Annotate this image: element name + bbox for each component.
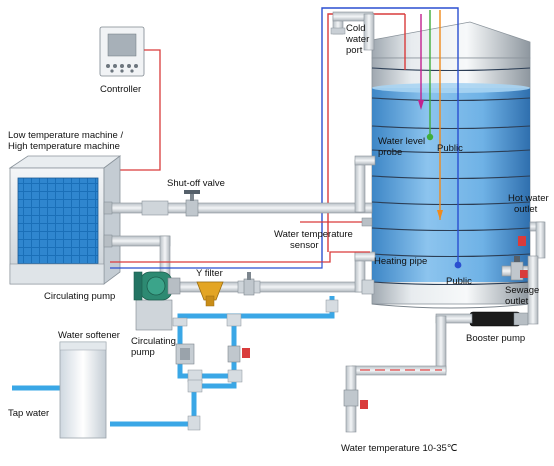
water-temp-sensor-label-l2: sensor [290, 240, 319, 251]
y-filter-label: Y filter [196, 268, 223, 279]
middle-valve [227, 345, 250, 363]
storage-tank [371, 21, 531, 309]
hot-water-outlet-fitting [518, 221, 546, 259]
tank-bands [371, 67, 531, 286]
machine-signal-wire [110, 262, 323, 269]
cold-water-port-pipe [330, 11, 375, 51]
machine-label-line2: High temperature machine [8, 141, 120, 152]
machine-label-line1: Low temperature machine / [8, 130, 124, 141]
circulating-pump-main [133, 271, 181, 331]
magenta-probe-arrow [418, 100, 424, 110]
circulating-pump-left-label: Circulating pump [44, 291, 116, 302]
red-wire [327, 13, 405, 252]
cold-water-port-label-l1: Cold [346, 23, 366, 34]
blue-wire [321, 7, 459, 264]
y-filter [196, 281, 224, 307]
booster-pump-label: Booster pump [466, 333, 526, 344]
shutoff-valve [184, 190, 200, 217]
sewage-outlet-label-l1: Sewage [505, 285, 540, 296]
water-level-probe-label-l2: probe [378, 147, 403, 158]
cold-water-port-label-l3: port [346, 45, 363, 56]
bottom-valve [343, 389, 368, 409]
cold-water-fittings [172, 299, 339, 431]
circulating-pump-mid-label-l1: Circulating [131, 336, 176, 347]
water-level-probe-label-l1: Water level [378, 136, 426, 147]
circulating-pump-mid-label-l2: pump [131, 347, 155, 358]
water-softener-label: Water softener [58, 330, 120, 341]
cold-water-port-label-l2: water [346, 34, 370, 45]
orange-probe-arrow [437, 210, 443, 220]
probe-wires [321, 7, 459, 264]
booster-pump [435, 311, 529, 327]
public-lower-label: Public [446, 276, 472, 287]
shutoff-valve-label: Shut-off valve [167, 178, 225, 189]
main-pipes [103, 155, 376, 295]
green-probe-dot [426, 133, 434, 141]
water-temp-sensor-label-l1: Water temperature [274, 229, 353, 240]
water-softener [59, 341, 107, 439]
hot-water-outlet-label-l1: Hot water [508, 193, 549, 204]
controller-wire [108, 49, 161, 171]
hot-supply-wire [110, 251, 370, 263]
temp-sensor-fitting [361, 217, 373, 227]
public-upper-label: Public [437, 143, 463, 154]
water-temperature-range-label: Water temperature 10-35℃ [341, 443, 458, 454]
controller-label: Controller [100, 84, 142, 95]
heating-pipe-label: Heating pipe [374, 256, 428, 267]
heat-pump-machine [8, 155, 122, 285]
controller-unit [99, 26, 145, 77]
circulating-pump-secondary [175, 343, 195, 365]
tap-water-label: Tap water [8, 408, 50, 419]
sewage-outlet-label-l2: outlet [505, 296, 529, 307]
hot-water-outlet-label-l2: outlet [514, 204, 538, 215]
blue-probe-dot [454, 261, 462, 269]
filter-valve [243, 272, 255, 296]
